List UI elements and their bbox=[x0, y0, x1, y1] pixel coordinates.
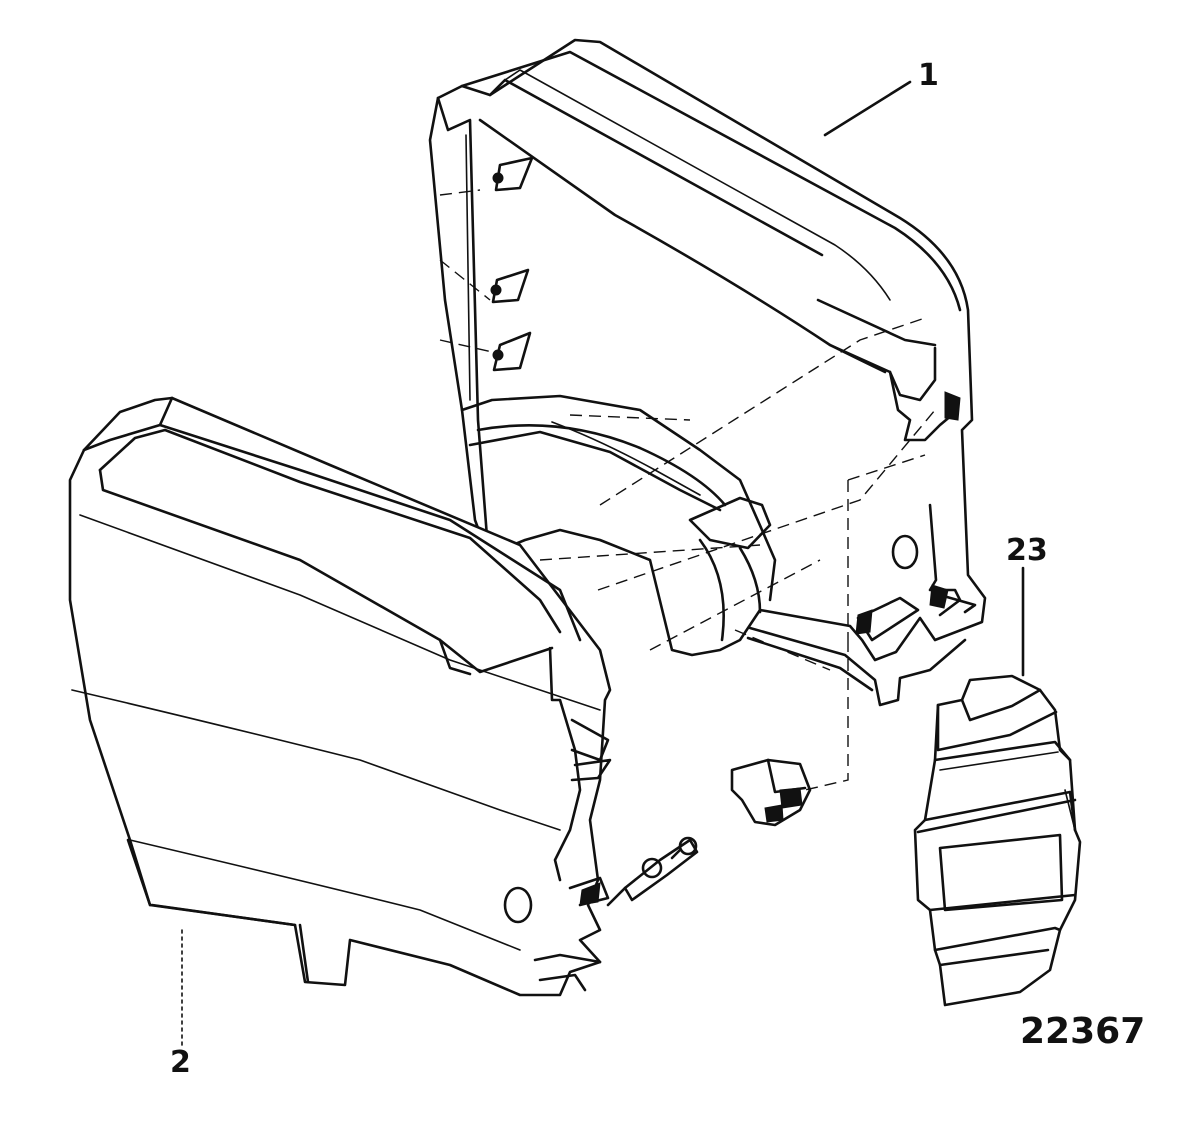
leader-line-1 bbox=[823, 80, 912, 137]
callout-part-1: 1 bbox=[918, 58, 939, 93]
latch-hardware bbox=[606, 758, 812, 907]
part-23-cover bbox=[913, 674, 1082, 1007]
part-2-lower-cowl bbox=[68, 396, 612, 997]
callout-part-2: 2 bbox=[170, 1045, 191, 1080]
alignment-lines bbox=[439, 189, 936, 791]
figure-number: 22367 bbox=[1020, 1011, 1145, 1052]
callout-part-23: 23 bbox=[1006, 533, 1048, 568]
part-1-upper-cowl bbox=[428, 38, 987, 707]
callout-leaders bbox=[181, 80, 1025, 1046]
